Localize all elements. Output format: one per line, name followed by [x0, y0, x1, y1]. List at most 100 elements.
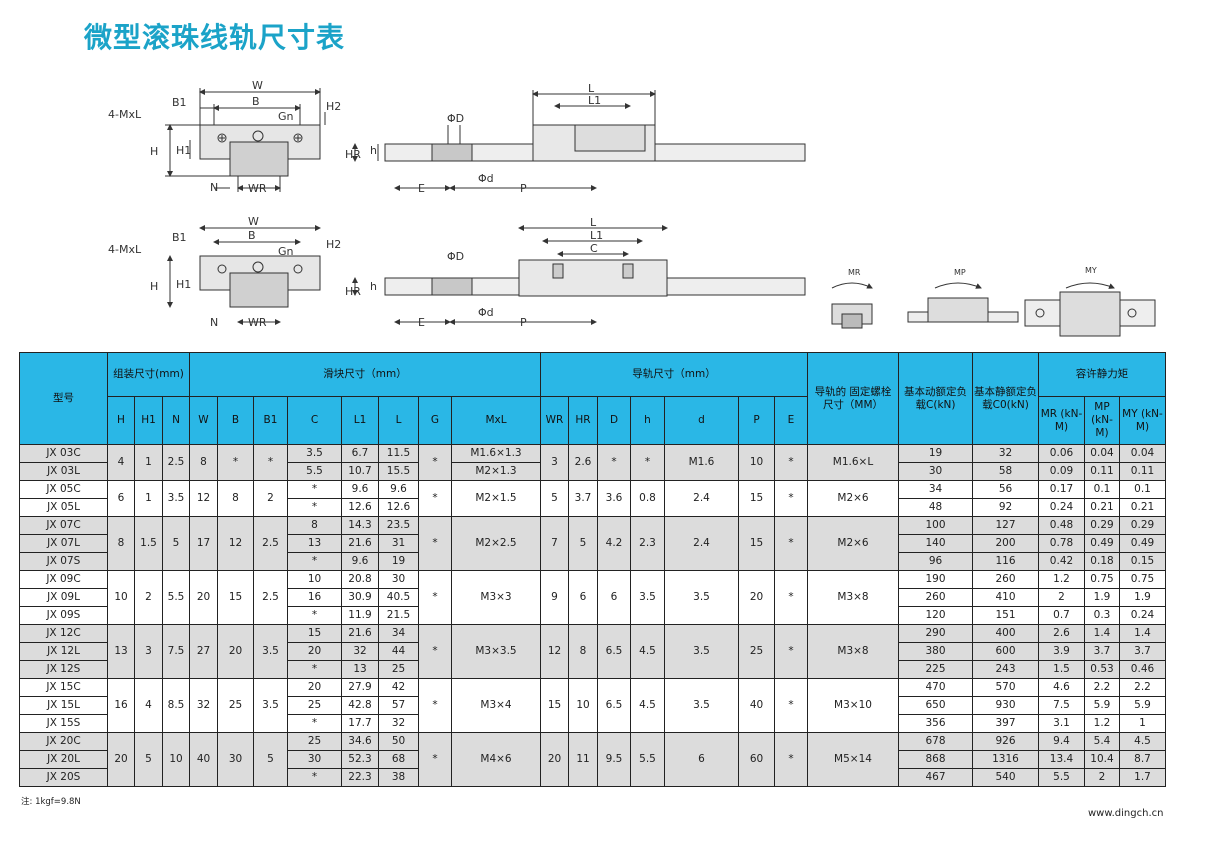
cell-w: 12: [189, 480, 218, 517]
cell-my: 3.7: [1119, 642, 1166, 661]
cell-d: 4.2: [597, 516, 631, 571]
cell-c: 30: [287, 750, 342, 769]
cell-model: JX 20C: [19, 732, 108, 751]
cell-mr: 2: [1038, 588, 1085, 607]
cell-p: 25: [738, 624, 775, 679]
cell-dynamic-load: 868: [898, 750, 973, 769]
label-e-2: E: [418, 316, 425, 329]
cell-model: JX 20S: [19, 768, 108, 787]
header-e: E: [774, 396, 808, 445]
cell-model: JX 15C: [19, 678, 108, 697]
cell-dynamic-load: 380: [898, 642, 973, 661]
cell-h: 13: [107, 624, 135, 679]
cell-my: 0.75: [1119, 570, 1166, 589]
cell-model: JX 20L: [19, 750, 108, 769]
cell-wr: 12: [540, 624, 569, 679]
cell-my: 0.29: [1119, 516, 1166, 535]
cell-hr: 5: [568, 516, 598, 571]
cell-mxl: M2×1.3: [451, 462, 541, 481]
cell-w: 17: [189, 516, 218, 571]
cell-l1: 27.9: [341, 678, 379, 697]
cell-b1: 2.5: [253, 570, 288, 625]
cell-l1: 34.6: [341, 732, 379, 751]
cell-l: 23.5: [378, 516, 419, 535]
cell-h1: 3: [134, 624, 163, 679]
cell-model: JX 12C: [19, 624, 108, 643]
cell-mr: 7.5: [1038, 696, 1085, 715]
cell-l1: 21.6: [341, 534, 379, 553]
cell-dynamic-load: 34: [898, 480, 973, 499]
cell-mp: 10.4: [1084, 750, 1120, 769]
cell-dynamic-load: 470: [898, 678, 973, 697]
cell-l: 42: [378, 678, 419, 697]
cell-mr: 2.6: [1038, 624, 1085, 643]
label-w-2: W: [248, 215, 259, 228]
label-hr: HR: [345, 148, 361, 161]
cell-h1: 1: [134, 480, 163, 517]
cell-mr: 0.7: [1038, 606, 1085, 625]
cell-n: 5.5: [162, 570, 190, 625]
label-h2: H2: [326, 100, 341, 113]
cell-wr: 7: [540, 516, 569, 571]
cell-b1: 2.5: [253, 516, 288, 571]
page-title: 微型滚珠线轨尺寸表: [84, 21, 346, 54]
cell-d: *: [597, 444, 631, 481]
header-my: MY (kN-M): [1119, 396, 1166, 445]
cell-dynamic-load: 30: [898, 462, 973, 481]
cell-d: 3.6: [597, 480, 631, 517]
header-l1: L1: [341, 396, 379, 445]
cell-n: 3.5: [162, 480, 190, 517]
label-wr: WR: [248, 182, 267, 195]
cell-static-load: 200: [972, 534, 1039, 553]
label-h-2: H: [150, 280, 158, 293]
label-h: H: [150, 145, 158, 158]
cell-l1: 30.9: [341, 588, 379, 607]
label-p-2: P: [520, 316, 527, 329]
cell-mr: 3.1: [1038, 714, 1085, 733]
cell-c: 16: [287, 588, 342, 607]
cell-e: *: [774, 678, 808, 733]
cell-hr: 3.7: [568, 480, 598, 517]
header-mp: MP (kN-M): [1084, 396, 1120, 445]
cell-static-load: 260: [972, 570, 1039, 589]
cell-static-load: 930: [972, 696, 1039, 715]
cell-l: 12.6: [378, 498, 419, 517]
front-view-upper: [165, 88, 326, 192]
cell-mp: 5.4: [1084, 732, 1120, 751]
header-rail: 导轨尺寸（mm）: [540, 352, 808, 397]
cell-dynamic-load: 225: [898, 660, 973, 679]
cell-my: 2.2: [1119, 678, 1166, 697]
label-mxl: 4-MxL: [108, 108, 142, 121]
cell-bolt: M2×6: [807, 516, 899, 571]
cell-c: 5.5: [287, 462, 342, 481]
cell-e: *: [774, 570, 808, 625]
cell-model: JX 15L: [19, 696, 108, 715]
cell-hr: 2.6: [568, 444, 598, 481]
cell-l1: 42.8: [341, 696, 379, 715]
cell-static-load: 926: [972, 732, 1039, 751]
cell-wr: 20: [540, 732, 569, 787]
cell-my: 1.7: [1119, 768, 1166, 787]
label-my: MY: [1085, 266, 1097, 275]
label-e: E: [418, 182, 425, 195]
cell-wr: 9: [540, 570, 569, 625]
cell-d: 2.4: [664, 480, 739, 517]
cell-g: *: [418, 732, 452, 787]
cell-h: 10: [107, 570, 135, 625]
cell-b1: 5: [253, 732, 288, 787]
cell-dynamic-load: 140: [898, 534, 973, 553]
cell-static-load: 540: [972, 768, 1039, 787]
cell-my: 0.1: [1119, 480, 1166, 499]
cell-l1: 10.7: [341, 462, 379, 481]
label-mp: MP: [954, 268, 966, 277]
cell-mr: 13.4: [1038, 750, 1085, 769]
header-bolt: 导轨的 固定螺栓 尺寸（MM）: [807, 352, 899, 445]
website-link[interactable]: www.dingch.cn: [1088, 808, 1164, 819]
label-hr-2: HR: [345, 285, 361, 298]
cell-model: JX 07L: [19, 534, 108, 553]
